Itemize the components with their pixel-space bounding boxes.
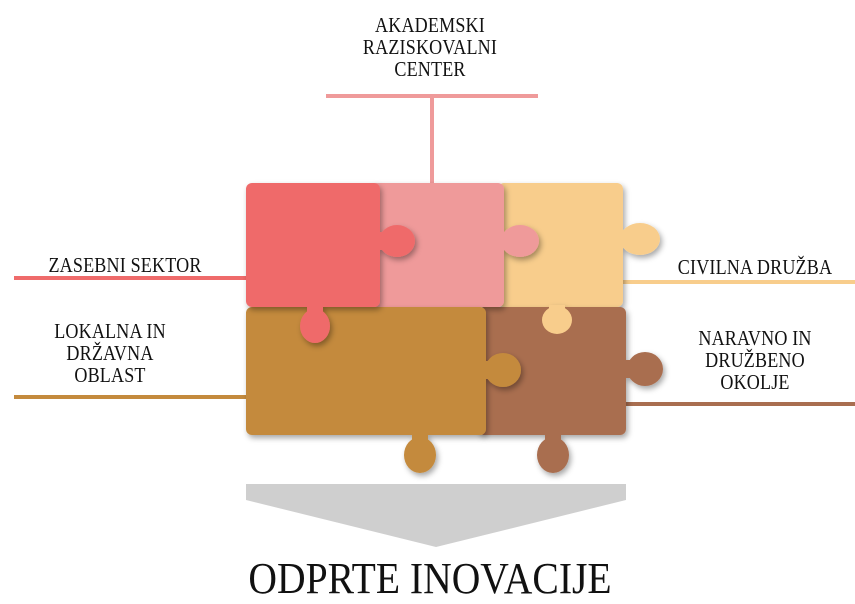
label-private-sector: ZASEBNI SEKTOR bbox=[48, 253, 202, 277]
label-local-state-government: LOKALNA IN DRŽAVNA OBLAST bbox=[54, 319, 166, 387]
puzzle-piece-government bbox=[246, 307, 521, 473]
down-arrow bbox=[246, 484, 626, 547]
label-natural-social-environment: NARAVNO IN DRUŽBENO OKOLJE bbox=[698, 326, 812, 394]
puzzle-piece-private bbox=[246, 183, 415, 343]
connector-lines bbox=[14, 94, 855, 406]
label-civil-society: CIVILNA DRUŽBA bbox=[677, 255, 833, 279]
puzzle-piece-academic bbox=[370, 183, 539, 307]
puzzle-piece-environment bbox=[478, 305, 663, 473]
result-title: ODPRTE INOVACIJE bbox=[248, 554, 612, 603]
puzzle-piece-civil bbox=[498, 183, 660, 307]
label-academic-research-center: AKADEMSKI RAZISKOVALNI CENTER bbox=[362, 13, 498, 81]
